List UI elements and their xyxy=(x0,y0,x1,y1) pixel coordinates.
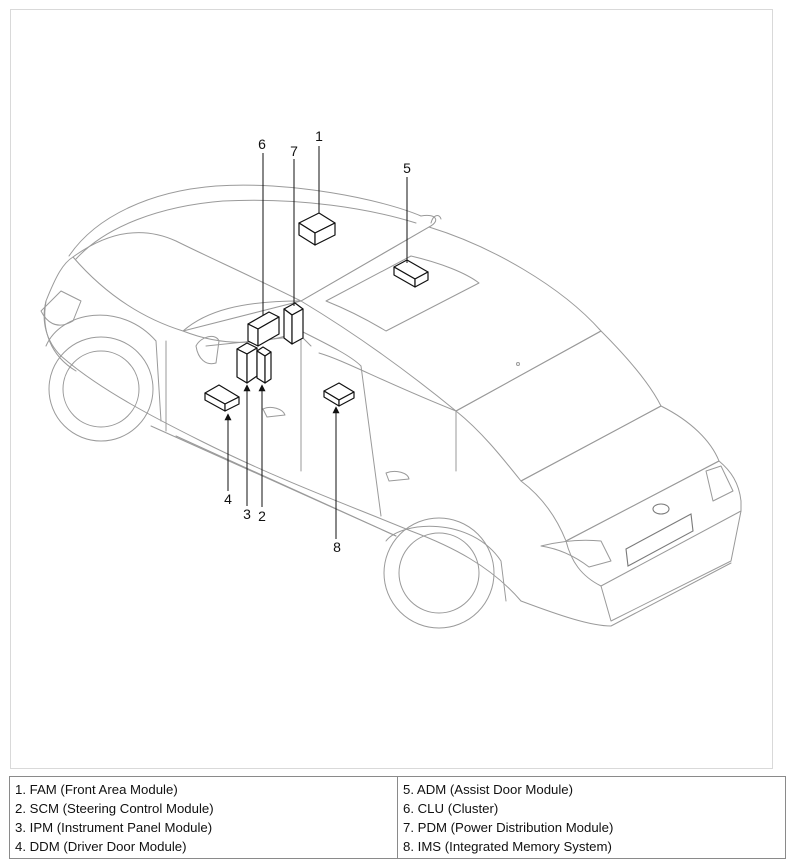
callout-labels: 1 2 3 4 5 6 7 8 xyxy=(224,128,411,555)
module-scm xyxy=(256,346,272,384)
callout-2: 2 xyxy=(258,508,266,524)
module-ims xyxy=(323,382,355,407)
module-legend-table: 1. FAM (Front Area Module) 2. SCM (Steer… xyxy=(9,776,786,859)
callout-8: 8 xyxy=(333,539,341,555)
legend-column-right: 5. ADM (Assist Door Module) 6. CLU (Clus… xyxy=(397,777,785,858)
callout-3: 3 xyxy=(243,506,251,522)
callout-1: 1 xyxy=(315,128,323,144)
leader-lines xyxy=(224,146,408,539)
module-clu xyxy=(247,311,280,347)
module-ddm xyxy=(204,384,240,412)
legend-item-adm: 5. ADM (Assist Door Module) xyxy=(403,782,574,797)
legend-item-ddm: 4. DDM (Driver Door Module) xyxy=(15,839,187,854)
legend-item-fam: 1. FAM (Front Area Module) xyxy=(15,782,178,797)
legend-item-ims: 8. IMS (Integrated Memory System) xyxy=(403,839,612,854)
module-pdm xyxy=(283,302,304,345)
module-adm xyxy=(393,259,429,288)
callout-7: 7 xyxy=(290,143,298,159)
legend-item-pdm: 7. PDM (Power Distribution Module) xyxy=(403,820,614,835)
legend-item-ipm: 3. IPM (Instrument Panel Module) xyxy=(15,820,213,835)
module-ipm xyxy=(236,342,258,384)
callout-4: 4 xyxy=(224,491,232,507)
legend-item-scm: 2. SCM (Steering Control Module) xyxy=(15,801,214,816)
legend-item-clu: 6. CLU (Cluster) xyxy=(403,801,499,816)
callout-5: 5 xyxy=(403,160,411,176)
callout-6: 6 xyxy=(258,136,266,152)
module-fam xyxy=(298,212,336,246)
vehicle-module-location-diagram: 1 2 3 4 5 6 7 8 xyxy=(10,9,773,769)
legend-column-left: 1. FAM (Front Area Module) 2. SCM (Steer… xyxy=(10,777,397,858)
car-outline xyxy=(40,184,742,629)
